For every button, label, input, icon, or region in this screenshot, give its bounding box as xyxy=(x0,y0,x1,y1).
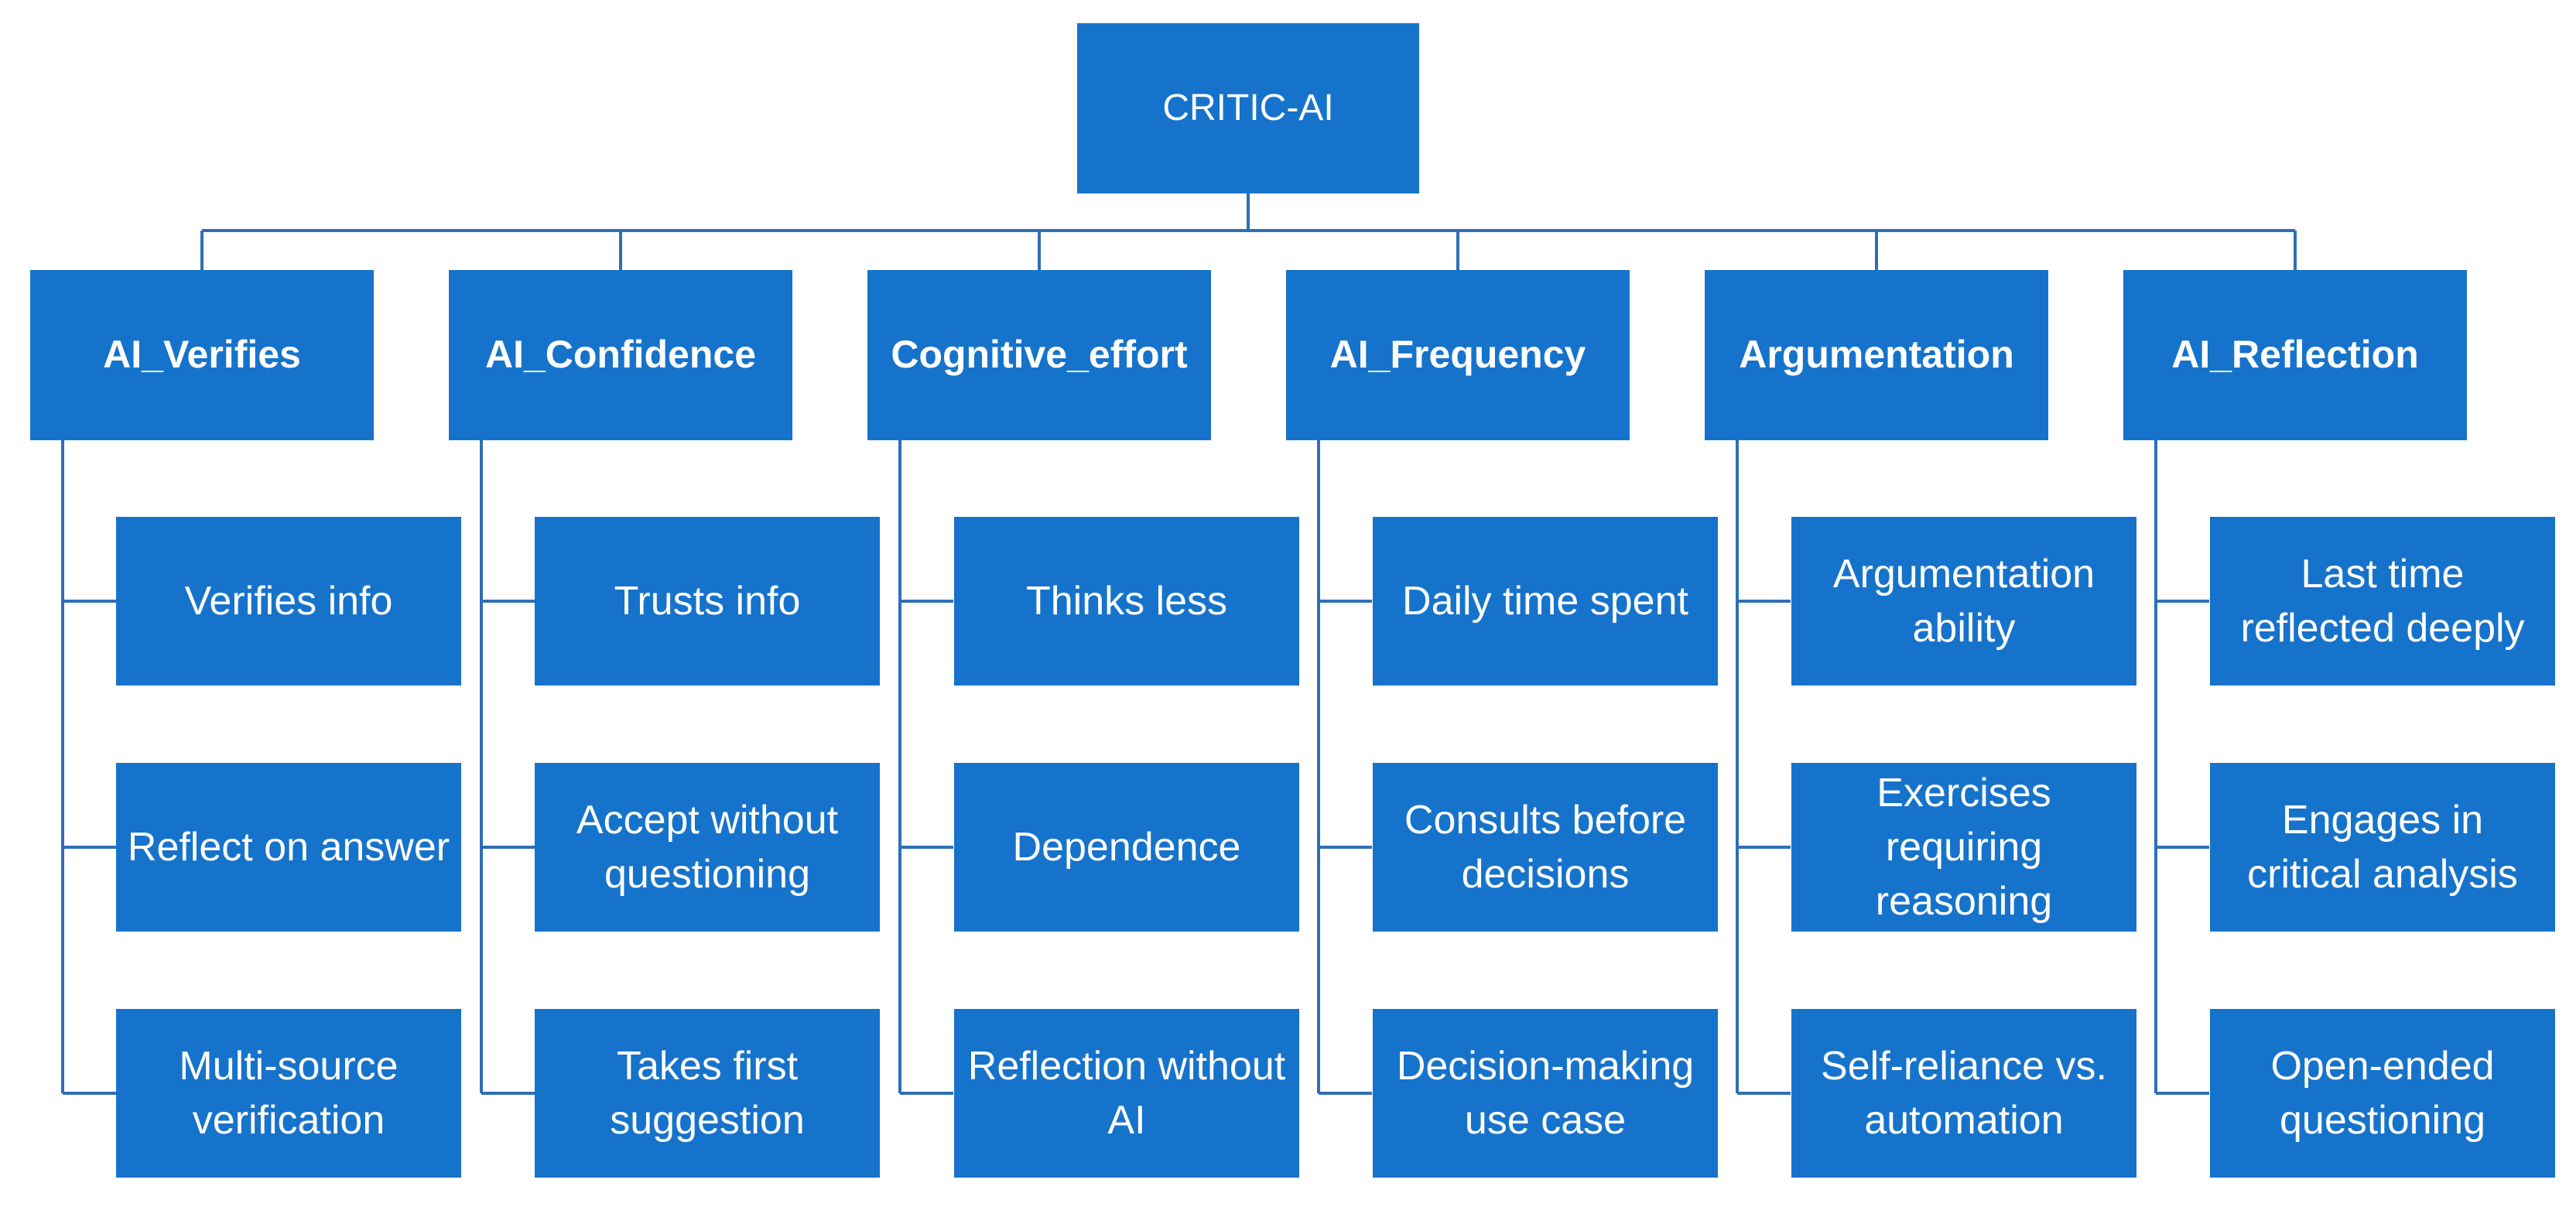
item-label: Reflection without AI xyxy=(967,1043,1286,1143)
item-node: Dependence xyxy=(954,763,1299,932)
item-node: Reflect on answer xyxy=(116,763,461,932)
item-label: Accept without questioning xyxy=(576,797,839,897)
category-node-ai-reflection: AI_Reflection xyxy=(2123,270,2467,440)
category-node-ai-confidence: AI_Confidence xyxy=(449,270,792,440)
item-node: Self-reliance vs. automation xyxy=(1791,1009,2136,1178)
category-node-argumentation: Argumentation xyxy=(1705,270,2048,440)
item-label: Verifies info xyxy=(184,578,393,624)
item-label: Consults before decisions xyxy=(1404,797,1687,897)
item-node: Exercises requiring reasoning xyxy=(1791,763,2136,932)
item-node: Reflection without AI xyxy=(954,1009,1299,1178)
item-label: Reflect on answer xyxy=(127,824,450,870)
item-node: Multi-source verification xyxy=(116,1009,461,1178)
item-node: Engages in critical analysis xyxy=(2210,763,2555,932)
item-node: Thinks less xyxy=(954,517,1299,686)
item-node: Daily time spent xyxy=(1373,517,1718,686)
item-label: Thinks less xyxy=(1025,578,1228,624)
item-node: Trusts info xyxy=(535,517,880,686)
item-label: Self-reliance vs. automation xyxy=(1821,1043,2107,1143)
item-label: Daily time spent xyxy=(1402,578,1688,624)
item-node: Open-ended questioning xyxy=(2210,1009,2555,1178)
item-node: Decision-making use case xyxy=(1373,1009,1718,1178)
item-label: Open-ended questioning xyxy=(2270,1043,2495,1143)
item-node: Takes first suggestion xyxy=(535,1009,880,1178)
category-label: AI_Verifies xyxy=(103,333,301,377)
item-label: Argumentation ability xyxy=(1832,551,2095,651)
category-node-ai-verifies: AI_Verifies xyxy=(30,270,374,440)
item-node: Last time reflected deeply xyxy=(2210,517,2555,686)
item-label: Last time reflected deeply xyxy=(2240,551,2525,651)
category-node-cognitive-effort: Cognitive_effort xyxy=(867,270,1211,440)
root-label: CRITIC-AI xyxy=(1162,87,1334,128)
root-node: CRITIC-AI xyxy=(1077,23,1419,193)
item-node: Argumentation ability xyxy=(1791,517,2136,686)
item-label: Engages in critical analysis xyxy=(2247,797,2518,897)
item-label: Trusts info xyxy=(614,578,801,624)
item-label: Takes first suggestion xyxy=(610,1043,805,1143)
category-label: AI_Reflection xyxy=(2171,333,2419,377)
item-label: Decision-making use case xyxy=(1396,1043,1695,1143)
item-label: Dependence xyxy=(1012,824,1241,870)
item-node: Verifies info xyxy=(116,517,461,686)
item-label: Exercises requiring reasoning xyxy=(1875,770,2053,925)
category-label: Argumentation xyxy=(1739,333,2014,377)
category-label: AI_Confidence xyxy=(484,333,757,377)
category-node-ai-frequency: AI_Frequency xyxy=(1286,270,1630,440)
item-label: Multi-source verification xyxy=(179,1043,399,1143)
category-label: Cognitive_effort xyxy=(891,333,1188,377)
item-node: Consults before decisions xyxy=(1373,763,1718,932)
item-node: Accept without questioning xyxy=(535,763,880,932)
category-label: AI_Frequency xyxy=(1329,333,1586,377)
